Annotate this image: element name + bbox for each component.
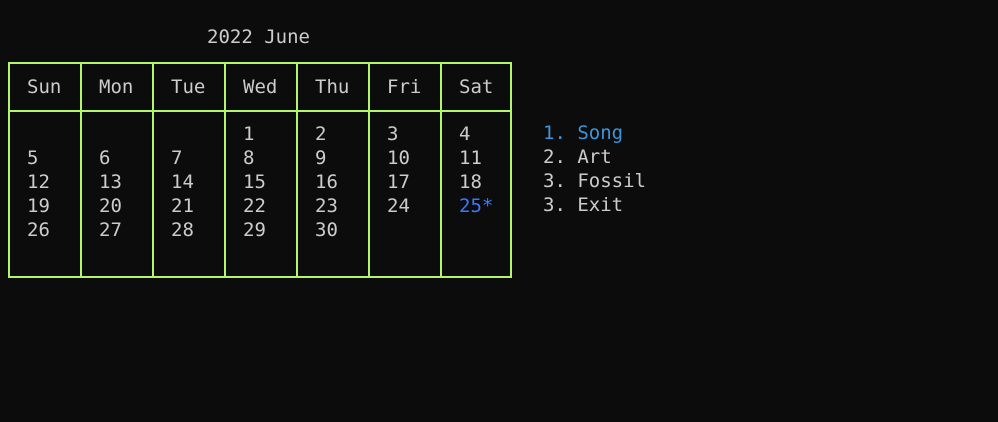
day-cell: 5	[27, 147, 39, 169]
weekday-tue: Tue	[171, 76, 206, 98]
day-cell: 14	[171, 171, 194, 193]
header-divider	[10, 110, 510, 112]
day-cell: 7	[171, 147, 183, 169]
weekday-sat: Sat	[459, 76, 494, 98]
day-cell	[171, 122, 231, 146]
day-cell: 23	[315, 195, 338, 217]
day-cell: 13	[99, 171, 122, 193]
day-cell	[387, 218, 447, 242]
day-cell: 24	[387, 195, 410, 217]
day-cell	[27, 122, 87, 146]
calendar-title: 2022 June	[207, 26, 310, 48]
day-cell: 28	[171, 219, 194, 241]
day-cell: 29	[243, 219, 266, 241]
day-column-thu: 2 9 16 23 30	[315, 122, 375, 242]
day-cell: 21	[171, 195, 194, 217]
day-cell: 30	[315, 219, 338, 241]
day-cell: 16	[315, 171, 338, 193]
weekday-wed: Wed	[243, 76, 278, 98]
menu-item-fossil[interactable]: 3. Fossil	[543, 170, 646, 192]
day-cell: 6	[99, 147, 111, 169]
menu-item-exit[interactable]: 3. Exit	[543, 194, 624, 216]
day-cell: 8	[243, 147, 255, 169]
day-cell: 2	[315, 123, 327, 145]
menu-item-art[interactable]: 2. Art	[543, 146, 612, 168]
day-cell: 10	[387, 147, 410, 169]
day-column-sun: 5 12 19 26	[27, 122, 87, 242]
weekday-mon: Mon	[99, 76, 134, 98]
column-divider	[368, 64, 370, 276]
day-cell: 26	[27, 219, 50, 241]
weekday-sun: Sun	[27, 76, 62, 98]
day-cell: 15	[243, 171, 266, 193]
day-column-fri: 3 10 17 24	[387, 122, 447, 242]
day-cell: 11	[459, 147, 482, 169]
day-cell: 12	[27, 171, 50, 193]
column-divider	[296, 64, 298, 276]
today-day-cell: 25*	[459, 195, 494, 217]
day-column-wed: 1 8 15 22 29	[243, 122, 303, 242]
day-cell: 4	[459, 123, 471, 145]
column-divider	[152, 64, 154, 276]
day-cell: 19	[27, 195, 50, 217]
day-column-tue: 7 14 21 28	[171, 122, 231, 242]
day-cell: 1	[243, 123, 255, 145]
day-cell: 17	[387, 171, 410, 193]
day-cell	[459, 218, 519, 242]
column-divider	[224, 64, 226, 276]
day-cell: 18	[459, 171, 482, 193]
column-divider	[440, 64, 442, 276]
weekday-fri: Fri	[387, 76, 422, 98]
day-cell	[99, 122, 159, 146]
day-cell: 20	[99, 195, 122, 217]
day-cell: 22	[243, 195, 266, 217]
day-cell: 3	[387, 123, 399, 145]
menu-item-song[interactable]: 1. Song	[543, 122, 624, 144]
weekday-thu: Thu	[315, 76, 350, 98]
day-column-mon: 6 13 20 27	[99, 122, 159, 242]
day-cell: 9	[315, 147, 327, 169]
day-cell: 27	[99, 219, 122, 241]
calendar-grid: Sun Mon Tue Wed Thu Fri Sat 5 12 19 26 6…	[8, 62, 512, 278]
day-column-sat: 4 11 18 25*	[459, 122, 519, 242]
menu: 1. Song 2. Art 3. Fossil 3. Exit	[543, 121, 646, 217]
column-divider	[80, 64, 82, 276]
